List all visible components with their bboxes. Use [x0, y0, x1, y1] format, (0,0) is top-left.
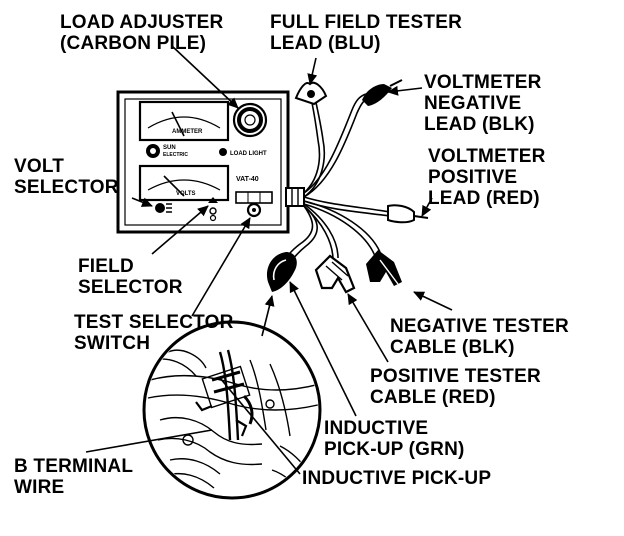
label-voltmeter-negative: VOLTMETER NEGATIVE LEAD (BLK) [424, 72, 542, 135]
magnified-view [142, 320, 322, 500]
voltmeter-positive-probe [387, 204, 429, 224]
brand-label: SUN [163, 145, 176, 151]
leader-inductive-grn [289, 281, 357, 417]
label-b-terminal-line2: WIRE [14, 477, 65, 498]
leader-field-selector [151, 205, 209, 255]
label-test-selector-line1: TEST SELECTOR [74, 312, 234, 333]
label-load-adjuster-line1: LOAD ADJUSTER [60, 12, 224, 33]
leader-positive-tester [347, 293, 389, 363]
label-pos-tester-line1: POSITIVE TESTER [370, 366, 541, 387]
callout-lines [85, 45, 453, 475]
ammeter-gauge: AMMETER [138, 100, 230, 142]
label-volt-selector: VOLT SELECTOR [14, 156, 119, 198]
label-b-terminal-wire: B TERMINAL WIRE [14, 456, 133, 498]
label-load-adjuster-line2: (CARBON PILE) [60, 33, 207, 54]
leader-inductive-pickup [219, 377, 301, 475]
panel-strip: SUN ELECTRIC LOAD LIGHT [146, 144, 267, 158]
label-ind-line1: INDUCTIVE PICK-UP [302, 468, 492, 489]
field-selector-switch [208, 197, 218, 222]
leader-negative-tester [413, 291, 453, 311]
label-positive-tester-cable: POSITIVE TESTER CABLE (RED) [370, 366, 541, 408]
cable-bundle [281, 93, 391, 271]
label-inductive-pickup: INDUCTIVE PICK-UP [302, 468, 491, 489]
full-field-clip [294, 81, 328, 106]
voltmeter-gauge: VOLTS [138, 164, 230, 202]
label-field-selector-line2: SELECTOR [78, 277, 183, 298]
label-negative-tester-cable: NEGATIVE TESTER CABLE (BLK) [390, 316, 569, 358]
label-ind-grn-line1: INDUCTIVE [324, 418, 429, 439]
load-light-label: LOAD LIGHT [230, 151, 267, 157]
label-full-field-line2: LEAD (BLU) [270, 33, 381, 54]
leader-volt-selector [131, 197, 153, 207]
load-adjuster-knob [232, 102, 268, 138]
load-light-icon [219, 148, 227, 156]
label-volt-selector-line1: VOLT [14, 156, 65, 177]
label-ind-grn-line2: PICK-UP (GRN) [324, 439, 465, 460]
model-label: VAT-40 [236, 176, 259, 183]
voltmeter-negative-probe [362, 79, 403, 106]
negative-tester-clamp [366, 250, 402, 286]
leader-voltmeter-positive [421, 197, 433, 217]
label-test-selector-line2: SWITCH [74, 333, 151, 354]
volt-selector-switch [155, 203, 172, 213]
ammeter-label: AMMETER [172, 129, 203, 135]
inductive-pickup-clamp [266, 252, 297, 292]
label-vneg-line2: NEGATIVE [424, 93, 522, 114]
leader-full-field [307, 57, 318, 85]
label-vpos-line3: LEAD (RED) [428, 188, 540, 209]
label-voltmeter-positive: VOLTMETER POSITIVE LEAD (RED) [428, 146, 546, 209]
label-vpos-line1: VOLTMETER [428, 146, 546, 167]
label-neg-tester-line1: NEGATIVE TESTER [390, 316, 569, 337]
label-full-field-line1: FULL FIELD TESTER [270, 12, 462, 33]
leader-voltmeter-negative [387, 85, 423, 96]
leader-b-terminal [85, 429, 213, 453]
label-load-adjuster: LOAD ADJUSTER (CARBON PILE) [60, 12, 223, 54]
label-vpos-line2: POSITIVE [428, 167, 518, 188]
label-full-field-tester: FULL FIELD TESTER LEAD (BLU) [270, 12, 462, 54]
label-inductive-pickup-grn: INDUCTIVE PICK-UP (GRN) [324, 418, 465, 460]
brand-sub-label: ELECTRIC [163, 152, 188, 158]
label-pos-tester-line2: CABLE (RED) [370, 387, 496, 408]
positive-tester-clamp [314, 254, 356, 294]
volts-label: VOLTS [176, 191, 196, 197]
leader-load-adjuster [171, 45, 239, 109]
label-neg-tester-line2: CABLE (BLK) [390, 337, 515, 358]
label-volt-selector-line2: SELECTOR [14, 177, 119, 198]
leader-test-selector [191, 217, 251, 317]
cable-connector [285, 187, 305, 207]
label-vneg-line3: LEAD (BLK) [424, 114, 535, 135]
label-field-selector-line1: FIELD [78, 256, 134, 277]
label-b-terminal-line1: B TERMINAL [14, 456, 134, 477]
label-test-selector-switch: TEST SELECTOR SWITCH [74, 312, 234, 354]
label-field-selector: FIELD SELECTOR [78, 256, 183, 298]
zoom-indicator-arrow [261, 295, 275, 337]
label-vneg-line1: VOLTMETER [424, 72, 542, 93]
test-selector: VAT-40 [235, 176, 273, 218]
